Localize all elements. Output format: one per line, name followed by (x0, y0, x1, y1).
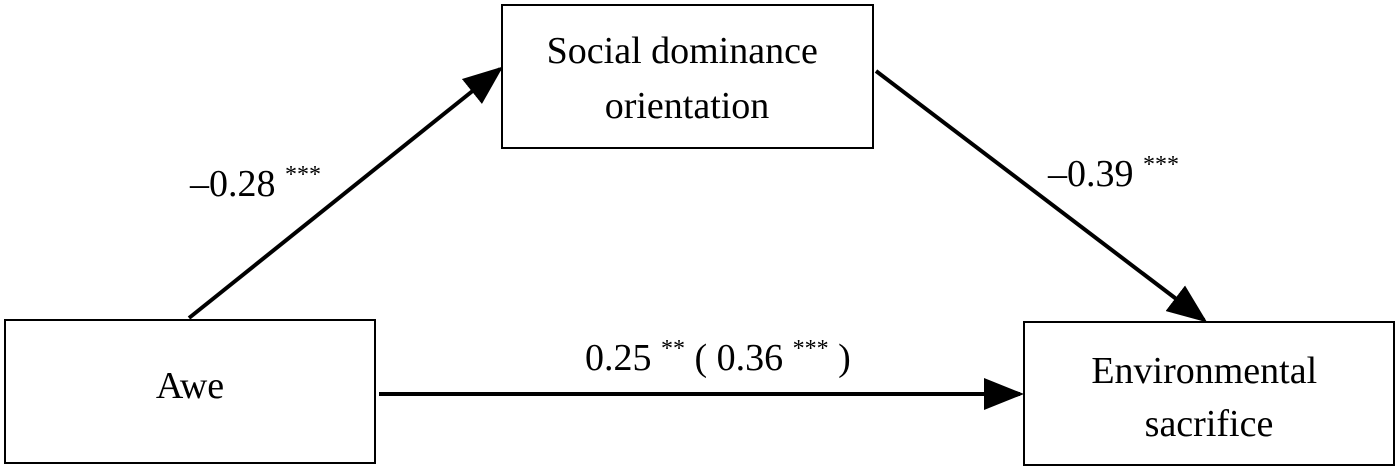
awe-label: Awe (156, 365, 224, 407)
paren-open: ( (695, 337, 708, 379)
env-label-line-2: sacrifice (1145, 403, 1274, 445)
coef-c: 0.25 (585, 337, 652, 379)
sig-b: *** (1143, 152, 1179, 178)
sig-c-total: *** (793, 336, 829, 362)
arrow-awe-to-sdo (187, 66, 504, 320)
sdo-label-line-1: Social dominance (547, 30, 818, 72)
coef-c-total: 0.36 (717, 337, 784, 379)
node-social-dominance-orientation: Social dominance orientation (501, 4, 874, 149)
paren-close: ) (838, 337, 851, 379)
edge-label-c: 0.25 ** ( 0.36 *** ) (585, 323, 851, 379)
edge-awe-to-sdo: –0.28 *** (187, 66, 504, 320)
sdo-label-line-2: orientation (605, 85, 770, 127)
arrow-sdo-to-env (874, 69, 1208, 323)
edge-label-b: –0.39 *** (1047, 152, 1179, 195)
coef-a: –0.28 (189, 163, 276, 205)
env-label-line-1: Environmental (1091, 350, 1317, 392)
svg-text:Environmental sacrifice: Environmental sacrifice (1091, 350, 1326, 445)
edge-awe-to-env: 0.25 ** ( 0.36 *** ) (379, 323, 1024, 410)
node-environmental-sacrifice: Environmental sacrifice (1023, 321, 1395, 466)
sig-a: *** (285, 162, 321, 188)
svg-text:Awe: Awe (156, 365, 224, 407)
svg-text:Social dominance orienta: Social dominance orientation (547, 30, 828, 127)
coef-b: –0.39 (1047, 153, 1134, 195)
edge-label-a: –0.28 *** (189, 162, 321, 205)
node-awe: Awe (4, 319, 376, 464)
edge-sdo-to-env: –0.39 *** (874, 69, 1208, 323)
sig-c: ** (661, 336, 685, 362)
